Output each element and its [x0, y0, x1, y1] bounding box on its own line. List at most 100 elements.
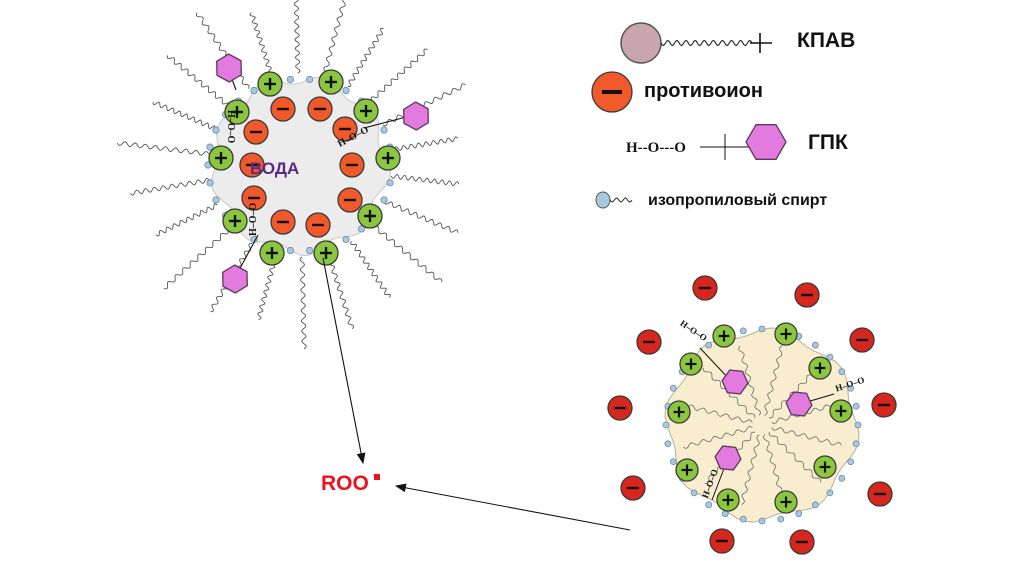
hexagon-icon	[222, 264, 248, 294]
hydrocarbon-tail	[293, 0, 301, 74]
hydrocarbon-tail	[323, 0, 346, 77]
hexagon-icon	[721, 369, 749, 395]
bead-icon	[342, 235, 350, 244]
bead-icon	[212, 126, 220, 134]
reverse-bond-label-bottom: H–O–O	[248, 202, 259, 236]
isopropanol-tail-icon	[609, 197, 633, 203]
bead-icon	[206, 143, 214, 151]
anion-ion	[620, 475, 646, 501]
anion-ion	[692, 275, 718, 301]
plus-icon	[219, 152, 223, 164]
radical-dot	[373, 474, 380, 480]
minus-icon	[627, 486, 639, 490]
plus-icon	[726, 494, 730, 506]
cation-ion	[208, 145, 234, 171]
bead-icon	[306, 75, 314, 84]
hexagon-icon	[216, 53, 242, 83]
cation-ion	[318, 69, 344, 95]
minus-icon	[699, 286, 711, 290]
bead-icon	[206, 179, 214, 187]
anion-ion	[789, 529, 815, 555]
hydrocarbon-tail	[682, 404, 753, 423]
anion-ion	[339, 152, 365, 178]
legend-counterion-label: противоион	[644, 80, 763, 102]
legend-hydroperoxide-formula: H--O---O	[626, 140, 686, 156]
anion-ion	[270, 209, 296, 235]
bead-icon	[852, 402, 860, 410]
bead-icon	[705, 501, 713, 509]
bead-icon	[690, 489, 698, 497]
anion-ion	[794, 282, 820, 308]
bead-icon	[669, 384, 677, 392]
hydrocarbon-tail	[166, 55, 230, 107]
minus-icon	[856, 338, 868, 342]
bead-icon	[250, 86, 258, 95]
cation-ion	[224, 99, 250, 125]
hydrocarbon-tail	[350, 241, 391, 298]
cation-ion	[259, 240, 285, 266]
surfactant-head-icon	[620, 22, 662, 64]
bead-icon	[705, 341, 713, 349]
cation-ion	[774, 322, 798, 346]
bead-icon	[739, 327, 747, 335]
plus-icon	[329, 76, 333, 88]
hydrocarbon-tail	[390, 136, 459, 153]
cation-ion	[712, 324, 736, 348]
hydrocarbon-tail	[116, 141, 210, 156]
bead-icon	[306, 246, 314, 255]
hydrocarbon-tail	[249, 12, 275, 78]
minus-icon	[716, 539, 728, 543]
bead-icon	[662, 421, 670, 429]
plus-icon	[368, 210, 372, 222]
plus-icon	[364, 105, 368, 117]
plus-icon	[689, 358, 693, 370]
anion-ion	[305, 212, 331, 238]
bead-icon	[342, 86, 350, 95]
minus-icon	[248, 196, 260, 200]
surfactant-tail-icon	[660, 39, 753, 47]
cation-ion	[257, 71, 283, 97]
cation-ion	[813, 455, 837, 479]
plus-icon	[677, 406, 681, 418]
cation-ion	[667, 400, 691, 424]
bead-icon	[847, 458, 855, 466]
reverse-bond-label-top: H–O–O	[225, 110, 236, 144]
bead-icon	[758, 325, 766, 333]
cation-ion	[675, 458, 699, 482]
bead-icon	[826, 489, 834, 497]
anion-ion	[337, 187, 363, 213]
arrow-icon	[322, 257, 366, 465]
bead-icon	[739, 515, 747, 523]
bead-icon	[777, 515, 785, 523]
minus-icon	[277, 107, 289, 111]
bead-icon	[811, 341, 819, 349]
hydrocarbon-tail	[130, 177, 210, 196]
anion-ion	[636, 329, 662, 355]
minus-icon	[250, 130, 262, 134]
hydrocarbon-tail	[163, 226, 232, 290]
minus-icon	[344, 198, 356, 202]
bead-icon	[669, 458, 677, 466]
hydroperoxide-bond	[363, 115, 411, 129]
hydrocarbon-tail	[155, 203, 218, 237]
anion-ion	[607, 395, 633, 421]
minus-icon	[346, 163, 358, 167]
minus-icon	[874, 492, 886, 496]
anion-ion	[241, 185, 267, 211]
plus-icon	[235, 106, 239, 118]
bead-icon	[357, 225, 366, 233]
hydrocarbon-tail	[299, 256, 307, 350]
anion-ion	[867, 481, 893, 507]
bead-icon	[212, 196, 220, 204]
hexagon-icon	[403, 101, 429, 131]
hexagon-icon	[714, 445, 742, 471]
hydrocarbon-tail	[384, 201, 459, 233]
bead-icon	[758, 517, 766, 525]
hexagon-icon	[785, 391, 813, 417]
minus-icon	[878, 403, 890, 407]
minus-icon	[246, 163, 258, 167]
plus-icon	[324, 247, 328, 259]
minus-icon	[312, 223, 324, 227]
legend-surfactant-label: КПАВ	[797, 29, 856, 52]
